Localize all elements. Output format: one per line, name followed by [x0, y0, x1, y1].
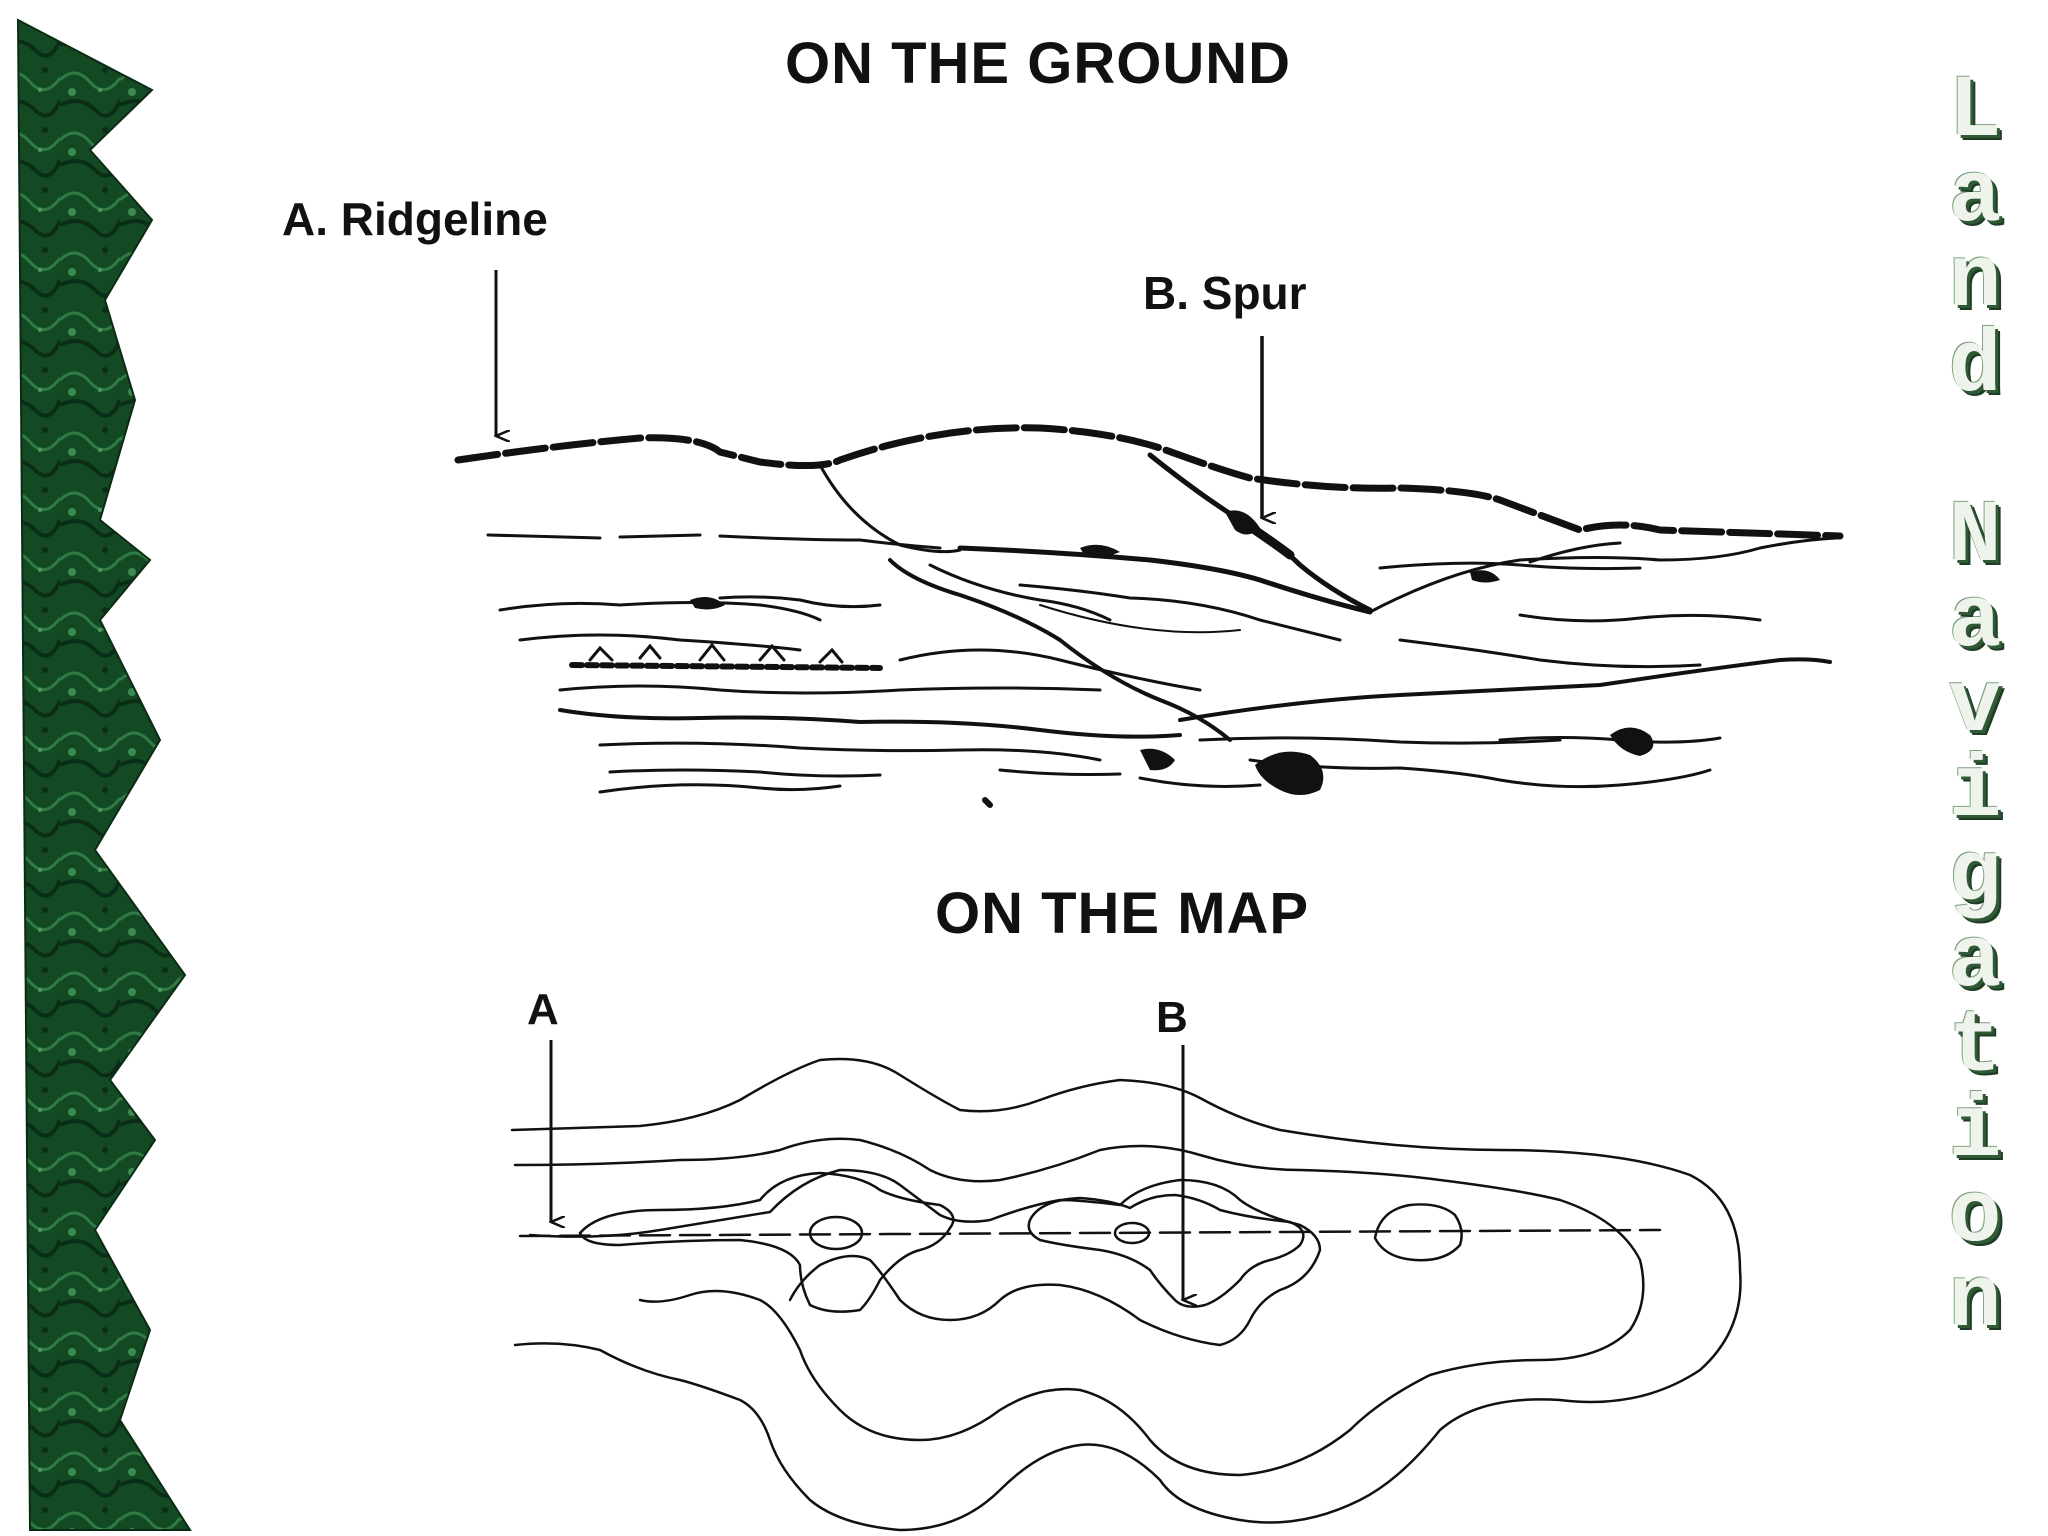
spur-label: B. Spur	[1143, 267, 1307, 319]
side-title-letter: t	[1948, 998, 2002, 1097]
map-label-b: B	[1156, 993, 1188, 1042]
side-title-letter: o	[1948, 1168, 2002, 1267]
contour-line	[513, 1137, 1645, 1477]
map-label-a: A	[527, 985, 559, 1034]
contour-line	[510, 1057, 1742, 1532]
side-title-space	[1900, 410, 2048, 495]
side-title-letter: a	[1948, 573, 2002, 672]
side-title-letter: N	[1948, 488, 2002, 587]
side-title-letter: v	[1948, 658, 2002, 757]
map-title: ON THE MAP	[935, 881, 1310, 946]
ridgeline-label: A. Ridgeline	[282, 193, 548, 245]
side-title-letter: i	[1948, 1083, 2002, 1182]
ground-title: ON THE GROUND	[785, 31, 1291, 96]
contour-map	[510, 1057, 1742, 1532]
contour-line	[528, 1168, 1322, 1347]
zigzag-border	[16, 18, 192, 1531]
side-title-letter: g	[1948, 828, 2002, 927]
side-title-letter: L	[1948, 63, 2002, 162]
side-title-letter: a	[1948, 913, 2002, 1012]
zigzag-border-icon	[16, 18, 192, 1531]
side-title-letter: n	[1948, 1253, 2002, 1352]
side-title-letter: d	[1948, 318, 2002, 417]
ground-sketch	[454, 424, 1844, 808]
side-title-letter: n	[1948, 233, 2002, 332]
ridge-axis	[518, 1228, 1662, 1238]
side-title-letter: a	[1948, 148, 2002, 247]
ridgeline	[454, 424, 1844, 540]
side-title-letter: i	[1948, 743, 2002, 842]
